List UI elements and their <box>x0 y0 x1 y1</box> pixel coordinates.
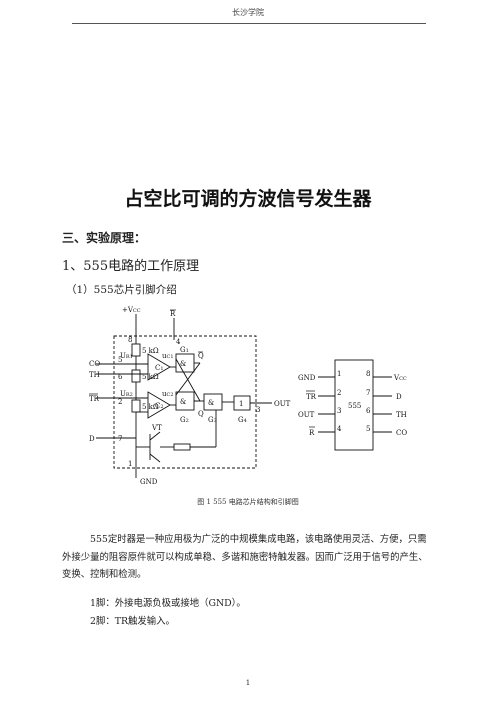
subsection-heading-1: 1、555电路的工作原理 <box>62 259 200 274</box>
svg-text:+VCC: +VCC <box>122 306 141 314</box>
pin-left-3-name: OUT <box>298 411 315 419</box>
svg-text:GND: GND <box>140 478 158 486</box>
svg-text:&: & <box>180 360 186 368</box>
svg-text:1: 1 <box>239 400 243 408</box>
svg-text:TH: TH <box>89 371 100 379</box>
header-divider <box>72 23 426 24</box>
page-header: 长沙学院 <box>232 8 264 17</box>
svg-text:CO: CO <box>89 360 100 368</box>
pin-left-2-num: 2 <box>337 389 341 397</box>
pin-right-6-name: TH <box>396 411 407 419</box>
svg-text:G2: G2 <box>180 416 189 424</box>
svg-text:6: 6 <box>118 373 123 381</box>
body-paragraph: 555定时器是一种应用极为广泛的中规模集成电路，该电路使用灵活、方便，只需外接少… <box>62 534 428 580</box>
resistor-2 <box>131 369 141 383</box>
chip-boundary <box>113 335 257 469</box>
svg-text:&: & <box>208 399 214 407</box>
pin-left-1-num: 1 <box>337 370 341 378</box>
pin-right-7-name: D <box>396 393 402 401</box>
svg-text:D: D <box>89 435 95 443</box>
svg-text:C2: C2 <box>155 402 164 410</box>
page-number: 1 <box>245 679 251 687</box>
svg-text:R: R <box>170 310 176 318</box>
pin-left-4-name: R <box>309 429 315 437</box>
svg-text:VT: VT <box>151 424 162 432</box>
svg-text:G4: G4 <box>238 416 247 424</box>
svg-text:uC2: uC2 <box>162 390 174 398</box>
pin-description-1: 1脚：外接电源负极或接地（GND）。 <box>90 598 246 609</box>
svg-text:Q: Q <box>198 410 204 418</box>
comparator-c1 <box>147 353 171 381</box>
svg-text:4: 4 <box>176 338 181 346</box>
resistor-3 <box>131 399 141 413</box>
pin-right-7-num: 7 <box>366 389 370 397</box>
svg-text:5 kΩ: 5 kΩ <box>142 373 159 381</box>
svg-text:OUT: OUT <box>274 400 291 408</box>
svg-text:Q: Q <box>198 352 204 360</box>
svg-text:UR2: UR2 <box>120 390 133 398</box>
pin-left-2-name: TR <box>306 393 317 401</box>
svg-text:5 kΩ: 5 kΩ <box>142 403 159 411</box>
chip-pinout-body <box>334 359 374 451</box>
comparator-c2 <box>147 391 171 419</box>
pin-description-2: 2脚：TR触发输入。 <box>90 616 175 627</box>
svg-text:C1: C1 <box>155 364 164 372</box>
pin-left-4-num: 4 <box>337 425 342 433</box>
svg-text:G1: G1 <box>180 346 189 354</box>
svg-text:uC1: uC1 <box>162 352 174 360</box>
svg-text:5: 5 <box>118 356 122 364</box>
pin-right-5-num: 5 <box>366 425 370 433</box>
pin-right-8-num: 8 <box>366 370 370 378</box>
svg-text:G3: G3 <box>208 416 217 424</box>
svg-text:7: 7 <box>118 435 122 443</box>
pin-left-3-num: 3 <box>337 407 341 415</box>
svg-text:TR: TR <box>89 395 100 403</box>
figure-555-diagram: +VCC R 4 5 kΩ 5 kΩ 5 kΩ CO TH TR D 5 6 2… <box>89 306 407 486</box>
resistor-base <box>173 443 191 451</box>
svg-text:1: 1 <box>128 460 132 468</box>
figure-caption: 图 1 555 电路芯片结构和引脚图 <box>197 498 299 506</box>
svg-text:2: 2 <box>118 398 122 406</box>
subsection-heading-2: （1）555芯片引脚介绍 <box>66 284 177 296</box>
svg-text:3: 3 <box>256 406 260 414</box>
svg-text:&: & <box>180 398 186 406</box>
svg-text:UR1: UR1 <box>120 352 133 360</box>
svg-text:5 kΩ: 5 kΩ <box>142 347 159 355</box>
pin-right-5-name: CO <box>396 429 407 437</box>
section-heading: 三、实验原理： <box>62 231 147 245</box>
resistor-1 <box>131 343 141 357</box>
pin-right-8-name: VCC <box>393 374 407 382</box>
pin-left-1-name: GND <box>298 374 316 382</box>
pin-right-6-num: 6 <box>366 407 371 415</box>
document-title: 占空比可调的方波信号发生器 <box>124 188 372 210</box>
chip-label: 555 <box>348 402 361 410</box>
svg-text:8: 8 <box>128 336 132 344</box>
